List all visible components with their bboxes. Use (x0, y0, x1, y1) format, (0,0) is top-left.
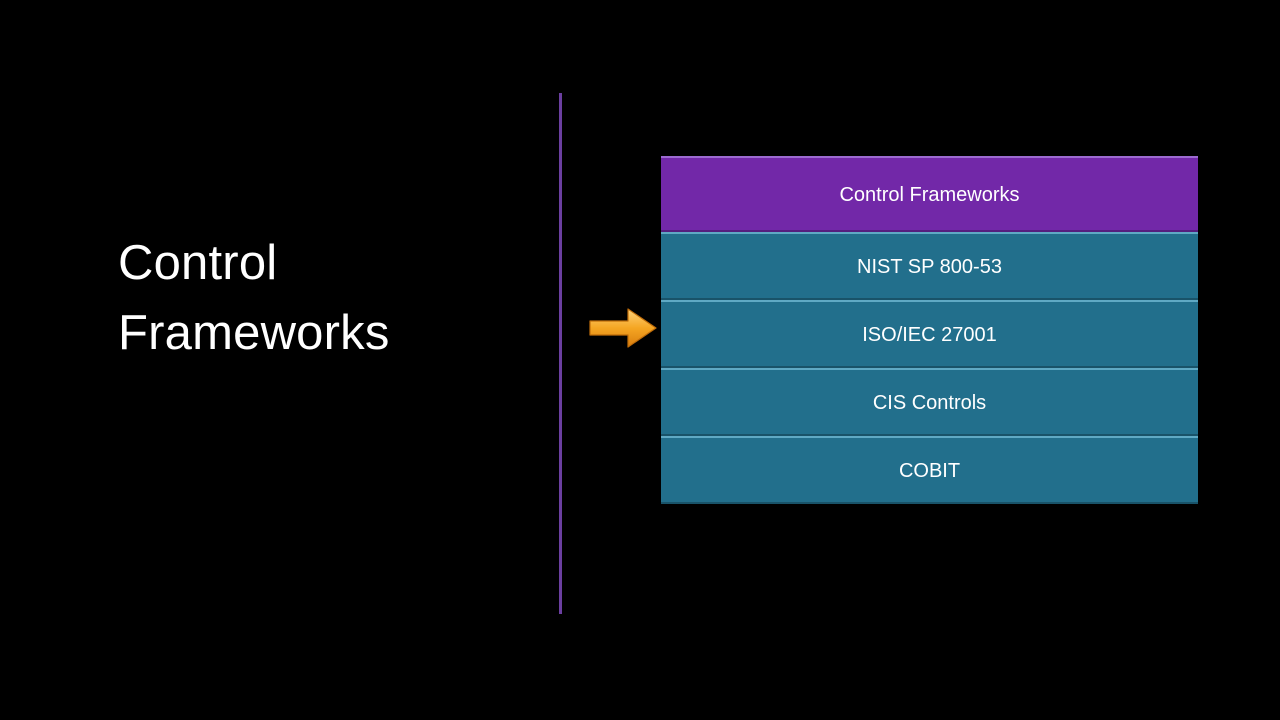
right-arrow-icon (589, 308, 657, 348)
framework-item-label: CIS Controls (872, 391, 987, 414)
framework-item-label: COBIT (898, 459, 961, 482)
stack-header-label: Control Frameworks (839, 183, 1020, 206)
slide-title-line-1: Control (118, 236, 278, 290)
framework-item-nist: NIST SP 800-53 (661, 232, 1198, 300)
framework-item-iso: ISO/IEC 27001 (661, 300, 1198, 368)
framework-item-label: NIST SP 800-53 (857, 255, 1002, 278)
framework-item-cis: CIS Controls (661, 368, 1198, 436)
framework-stack: Control Frameworks NIST SP 800-53 ISO/IE… (661, 156, 1198, 504)
slide-title: Control Frameworks (118, 228, 518, 368)
framework-item-label: ISO/IEC 27001 (862, 323, 997, 346)
slide-title-line-2: Frameworks (118, 306, 390, 360)
vertical-divider (559, 93, 562, 614)
stack-header: Control Frameworks (661, 156, 1198, 232)
framework-item-cobit: COBIT (661, 436, 1198, 504)
